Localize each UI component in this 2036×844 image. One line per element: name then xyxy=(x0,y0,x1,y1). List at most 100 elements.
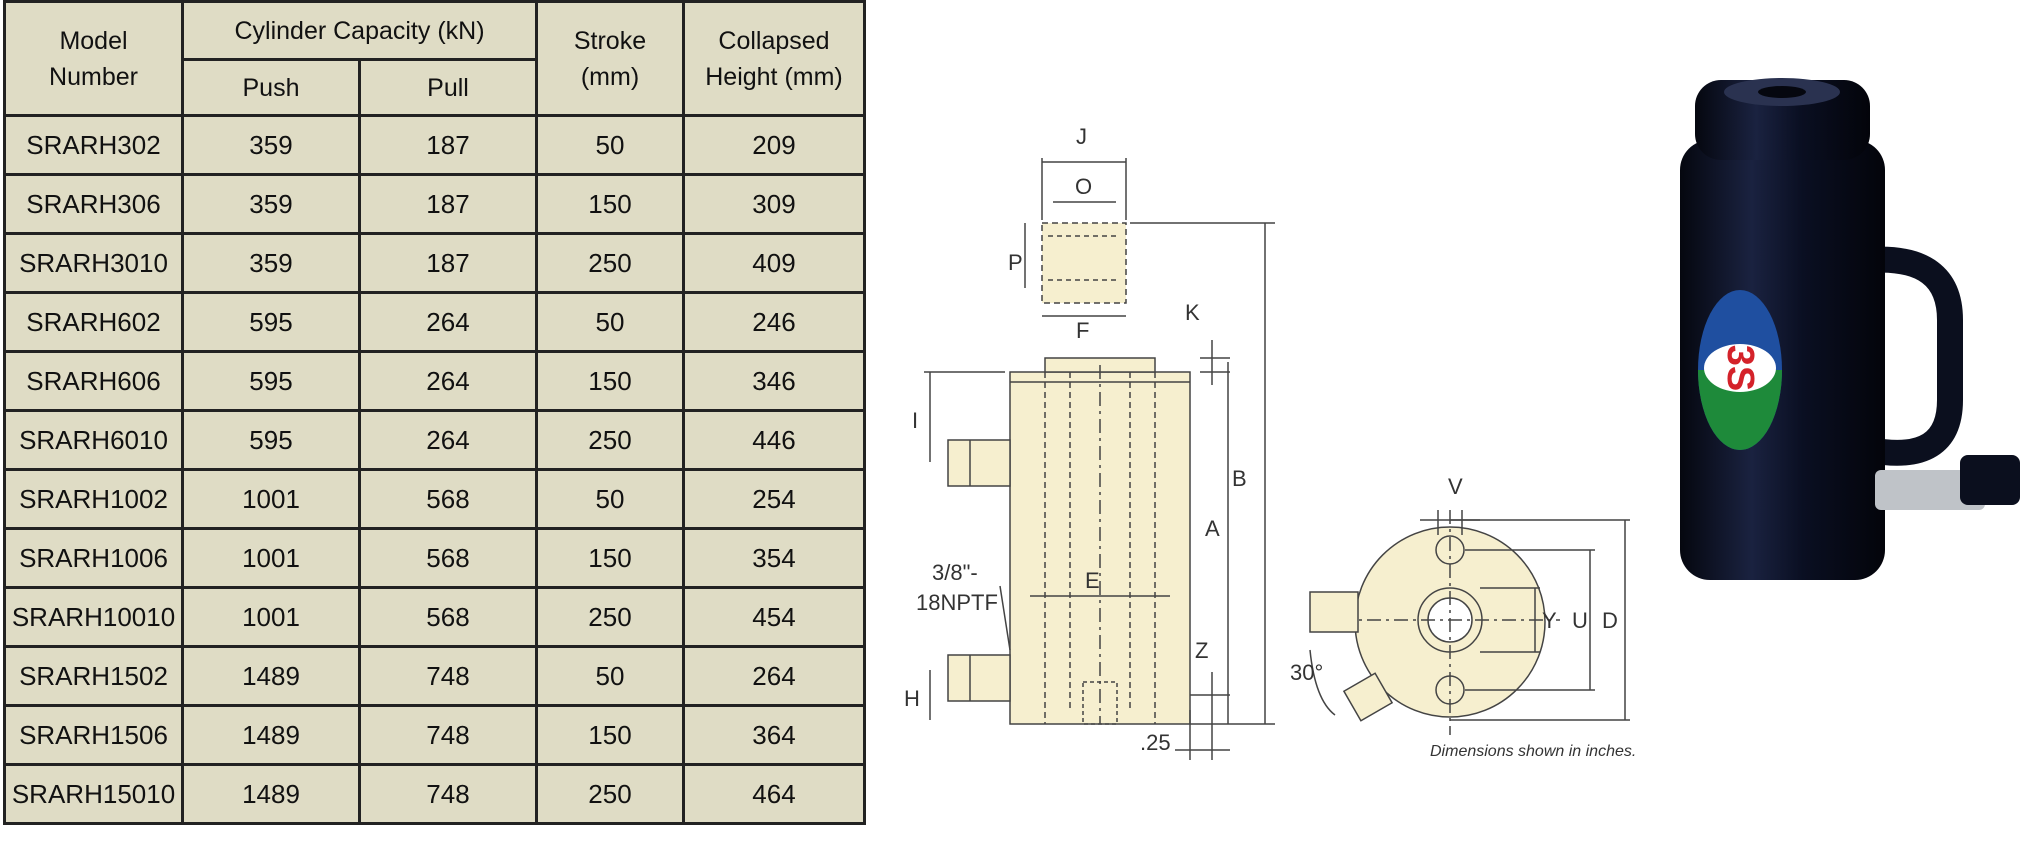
cell-stroke: 150 xyxy=(535,704,685,766)
bottom-port xyxy=(947,654,1011,702)
cell-model: SRARH3010 xyxy=(3,232,184,294)
cell-pull: 187 xyxy=(358,114,538,176)
cell-stroke: 250 xyxy=(535,232,685,294)
spec-table: Model Number Cylinder Capacity (kN) Stro… xyxy=(3,0,866,825)
cell-height: 254 xyxy=(682,468,866,530)
cell-model: SRARH15010 xyxy=(3,763,184,825)
cell-height: 246 xyxy=(682,291,866,353)
cell-stroke: 50 xyxy=(535,291,685,353)
dim-label-o: O xyxy=(1075,174,1092,199)
cell-stroke: 50 xyxy=(535,114,685,176)
cell-height: 309 xyxy=(682,173,866,235)
dim-label-u: U xyxy=(1572,608,1588,633)
angle-label: 30° xyxy=(1290,660,1323,685)
header-collapsed-height: Collapsed Height (mm) xyxy=(682,0,866,117)
dim-label-j: J xyxy=(1076,124,1087,149)
cell-push: 359 xyxy=(181,173,361,235)
top-port xyxy=(947,439,1011,487)
cell-push: 1001 xyxy=(181,586,361,648)
cell-stroke: 250 xyxy=(535,763,685,825)
header-model-number: Model Number xyxy=(3,0,184,117)
cell-height: 364 xyxy=(682,704,866,766)
header-cylinder-capacity: Cylinder Capacity (kN) xyxy=(181,0,538,61)
coupler xyxy=(1875,470,1985,510)
product-photo: 3S xyxy=(1660,70,2036,610)
cell-push: 359 xyxy=(181,232,361,294)
cell-stroke: 150 xyxy=(535,173,685,235)
dim-label-k: K xyxy=(1185,300,1200,325)
cell-push: 1001 xyxy=(181,468,361,530)
plunger-section xyxy=(1041,222,1127,304)
header-stroke: Stroke (mm) xyxy=(535,0,685,117)
3s-logo: 3S xyxy=(1698,290,1782,450)
dim-label-h: H xyxy=(904,686,920,711)
cell-stroke: 250 xyxy=(535,586,685,648)
cell-pull: 748 xyxy=(358,645,538,707)
cell-height: 346 xyxy=(682,350,866,412)
cell-push: 595 xyxy=(181,350,361,412)
cell-height: 454 xyxy=(682,586,866,648)
cell-height: 446 xyxy=(682,409,866,471)
dim-label-b: B xyxy=(1232,466,1247,491)
cell-height: 409 xyxy=(682,232,866,294)
cell-push: 1489 xyxy=(181,645,361,707)
dim-label-e: E xyxy=(1085,568,1100,593)
cell-model: SRARH1002 xyxy=(3,468,184,530)
cell-model: SRARH1506 xyxy=(3,704,184,766)
cell-pull: 568 xyxy=(358,468,538,530)
cell-model: SRARH1006 xyxy=(3,527,184,589)
dim-label-v: V xyxy=(1448,474,1463,499)
handle xyxy=(1867,246,1963,466)
dim-label-y: Y xyxy=(1542,608,1557,633)
cell-stroke: 150 xyxy=(535,527,685,589)
cell-pull: 748 xyxy=(358,763,538,825)
logo-green xyxy=(1698,370,1782,450)
cell-pull: 187 xyxy=(358,173,538,235)
header-pull: Pull xyxy=(358,58,538,117)
dimensions-note: Dimensions shown in inches. xyxy=(1430,743,1636,760)
cell-height: 354 xyxy=(682,527,866,589)
cylinder-photo-svg: 3S xyxy=(1680,78,2020,580)
dim-label-p: P xyxy=(1008,250,1023,275)
cell-push: 1489 xyxy=(181,763,361,825)
cell-pull: 187 xyxy=(358,232,538,294)
dim-label-f: F xyxy=(1076,318,1089,343)
cell-push: 595 xyxy=(181,409,361,471)
cell-pull: 568 xyxy=(358,586,538,648)
cell-push: 359 xyxy=(181,114,361,176)
cell-stroke: 150 xyxy=(535,350,685,412)
cell-push: 1489 xyxy=(181,704,361,766)
cell-stroke: 50 xyxy=(535,645,685,707)
cylinder-body xyxy=(1680,140,1885,580)
cell-height: 264 xyxy=(682,645,866,707)
dim-label-i: I xyxy=(912,408,918,433)
thread-label-line2: 18NPTF xyxy=(916,590,998,615)
dim-label-a: A xyxy=(1205,516,1220,541)
dimension-drawing: J O P F K I B A E 3/8"- 18NPTF Z H .25 V… xyxy=(890,110,1640,790)
cell-model: SRARH1502 xyxy=(3,645,184,707)
cell-pull: 568 xyxy=(358,527,538,589)
cell-height: 464 xyxy=(682,763,866,825)
dim-label-offset: .25 xyxy=(1140,730,1171,755)
logo-text: 3S xyxy=(1719,345,1761,391)
cell-model: SRARH6010 xyxy=(3,409,184,471)
logo-white-band xyxy=(1704,344,1776,392)
cell-pull: 748 xyxy=(358,704,538,766)
cell-model: SRARH606 xyxy=(3,350,184,412)
cell-model: SRARH302 xyxy=(3,114,184,176)
cell-stroke: 50 xyxy=(535,468,685,530)
cell-push: 595 xyxy=(181,291,361,353)
cell-pull: 264 xyxy=(358,350,538,412)
dimension-drawing-svg: J O P F K I B A E 3/8"- 18NPTF Z H .25 V… xyxy=(904,124,1636,760)
dim-label-d: D xyxy=(1602,608,1618,633)
cell-model: SRARH602 xyxy=(3,291,184,353)
